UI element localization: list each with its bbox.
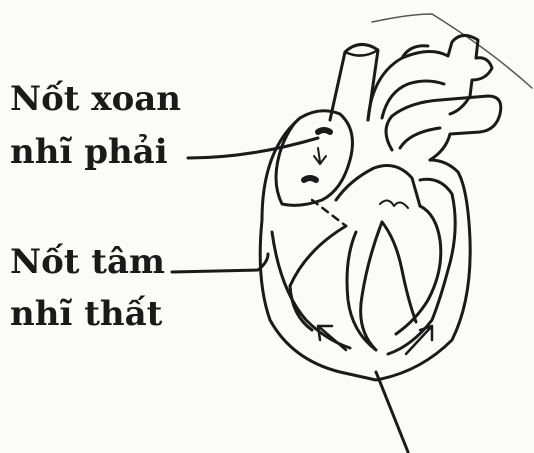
av-node bbox=[304, 178, 316, 180]
vena-cava-opening bbox=[345, 50, 378, 56]
sa-leader-line bbox=[188, 138, 318, 158]
sa-node-label-line1: Nốt xoan bbox=[10, 82, 181, 116]
purkinje-leader-line bbox=[376, 372, 408, 452]
arrow-right-ventricle bbox=[318, 326, 346, 350]
pulmonary-inner bbox=[400, 128, 440, 148]
sa-node-label-line2: nhĩ phải bbox=[10, 135, 168, 169]
mitral-valve bbox=[380, 200, 408, 208]
arrow-left-ventricle bbox=[406, 326, 432, 354]
corner-mark bbox=[372, 14, 532, 88]
left-bundle-branch bbox=[382, 222, 416, 322]
atrial-septum bbox=[336, 166, 420, 206]
sa-arrow bbox=[314, 148, 326, 164]
sa-node bbox=[318, 130, 330, 132]
right-bundle-branch bbox=[290, 226, 346, 330]
av-node-label-line1: Nốt tâm bbox=[10, 245, 165, 279]
right-atrium bbox=[276, 111, 352, 206]
av-leader-line bbox=[172, 254, 268, 272]
ventricular-septum bbox=[347, 222, 382, 350]
av-valve-dashes bbox=[312, 200, 346, 226]
av-node-label-line2: nhĩ thất bbox=[10, 297, 162, 331]
pulmonary-trunk bbox=[386, 96, 501, 160]
